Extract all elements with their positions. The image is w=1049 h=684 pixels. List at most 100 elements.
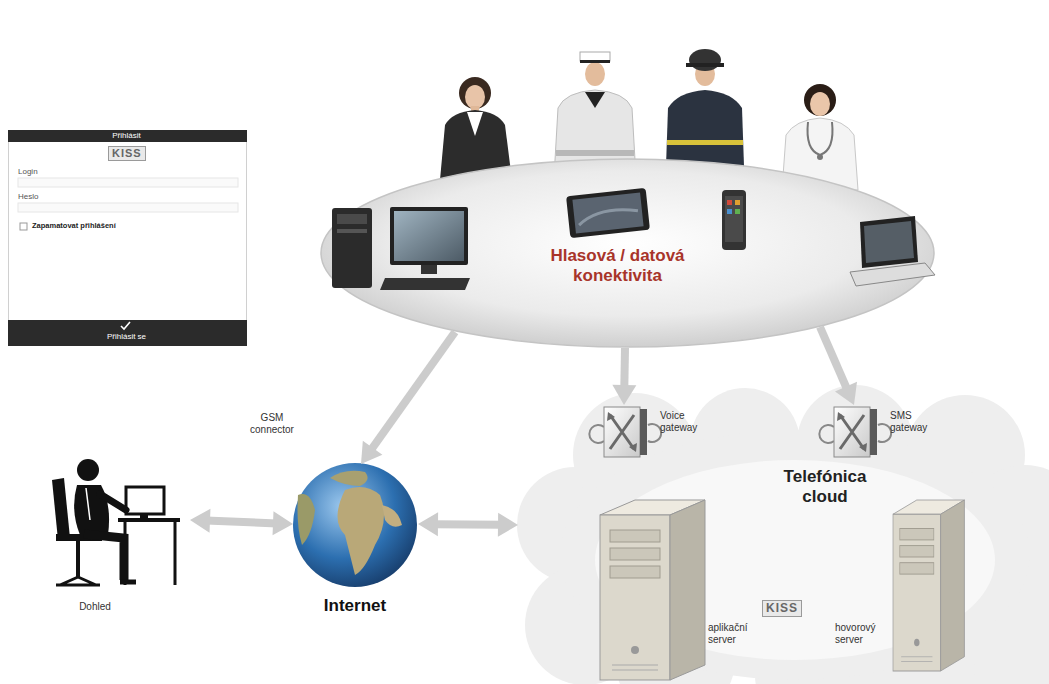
application-server-icon <box>600 500 705 680</box>
panel-title: Přihlásit <box>8 131 245 141</box>
connector-shaft <box>370 332 455 451</box>
illustration-rect <box>421 265 437 274</box>
illustration-rect <box>8 320 247 346</box>
illustration-polygon <box>850 263 935 286</box>
illustration-circle <box>804 84 836 116</box>
illustration-path <box>338 487 385 575</box>
field-label: Login <box>18 167 38 177</box>
illustration-polygon <box>585 92 605 108</box>
logo-text: KISS <box>108 146 146 161</box>
illustration-rect <box>722 190 746 250</box>
illustration-circle <box>459 77 491 109</box>
connector-shaft <box>820 327 848 390</box>
illustration-path <box>808 122 833 155</box>
connector-arrow <box>190 509 293 535</box>
businesswoman-figure <box>440 77 512 180</box>
checkbox-label: Zapamatovat přihlášení <box>32 221 116 231</box>
cloud-shape <box>515 385 1049 684</box>
illustration-rect <box>572 193 643 234</box>
tablet-device <box>566 188 650 238</box>
gateway-label: Voice gateway <box>660 410 718 434</box>
panel-shape <box>8 130 247 346</box>
node-caption: Internet <box>290 596 420 616</box>
illustration-path <box>100 494 126 510</box>
illustration-rect <box>580 52 610 61</box>
check-mark <box>121 322 130 329</box>
illustration-path <box>125 522 175 585</box>
illustration-rect <box>686 63 724 67</box>
input-field <box>18 203 238 212</box>
illustration-ellipse <box>810 92 830 116</box>
illustration-path <box>120 580 136 585</box>
illustration-polygon <box>864 221 914 263</box>
illustration-rect <box>580 60 610 63</box>
connector-arrow <box>820 327 857 405</box>
arrow-head <box>361 441 382 464</box>
illustration-path <box>52 478 70 540</box>
illustration-rect <box>735 209 740 214</box>
input-field <box>18 178 238 187</box>
illustration-ellipse <box>321 159 934 347</box>
connector-label: GSM connector <box>240 412 304 436</box>
illustration-rect <box>118 518 180 522</box>
logo-text: KISS <box>762 600 802 617</box>
arrow-head <box>190 509 210 533</box>
illustration-path <box>382 505 402 527</box>
checkbox <box>20 223 27 230</box>
illustration-use <box>893 500 964 671</box>
arrow-head <box>418 512 438 536</box>
illustration-rect <box>727 209 732 214</box>
illustration-rect <box>390 207 468 265</box>
illustration-rect <box>126 487 164 514</box>
server-label: aplikační server <box>708 622 766 646</box>
node-caption: Dohled <box>65 601 125 613</box>
illustration-circle <box>293 463 417 587</box>
field-label: Heslo <box>18 192 38 202</box>
illustration-rect <box>8 130 247 142</box>
illustration-path <box>330 471 368 486</box>
connector-shaft <box>206 521 277 524</box>
illustration-circle <box>817 154 823 160</box>
illustration-ellipse <box>585 62 605 86</box>
arrow-head <box>498 513 518 537</box>
illustration-rect <box>76 541 80 577</box>
illustration-path <box>86 488 90 520</box>
illustration-path <box>578 208 639 225</box>
illustration-rect <box>566 188 650 238</box>
illustration-rect <box>337 229 367 233</box>
login-panel: PřihlásitKISS LoginHesloZapamatovat přihl… <box>8 130 247 346</box>
illustration-ellipse <box>465 85 485 109</box>
illustration-rect <box>9 131 247 346</box>
cloud-region: Telefónica cloudVoice gatewaySMS gateway… <box>515 385 1049 684</box>
illustration-ellipse <box>689 49 721 71</box>
illustration-rect <box>394 211 464 261</box>
server-label: hovorový server <box>835 622 891 646</box>
connector-shaft <box>620 348 629 389</box>
illustration-ellipse <box>560 430 1030 680</box>
illustration-rect <box>667 140 743 145</box>
call-server-icon <box>893 500 964 671</box>
illustration-polygon <box>380 278 470 290</box>
connector-arrow <box>361 332 455 464</box>
illustration-polygon <box>467 112 483 136</box>
voice-gateway-icon <box>589 407 661 457</box>
laptop-device <box>850 216 935 286</box>
arrow-head <box>273 511 293 535</box>
arrow-head <box>835 382 857 405</box>
illustration-polygon <box>860 216 918 268</box>
smartphone-device <box>722 190 746 250</box>
connector-arrow <box>612 348 636 405</box>
cloud-title: Telefónica cloud <box>765 467 885 508</box>
illustration-path <box>298 494 316 545</box>
illustration-rect <box>140 514 148 518</box>
illustration-rect <box>337 214 367 224</box>
illustration-path <box>84 534 124 580</box>
illustration-rect <box>735 200 740 205</box>
sms-gateway-icon <box>819 407 891 457</box>
illustration-rect <box>727 200 732 205</box>
illustration-rect <box>556 150 634 156</box>
connector-arrow <box>418 512 518 537</box>
